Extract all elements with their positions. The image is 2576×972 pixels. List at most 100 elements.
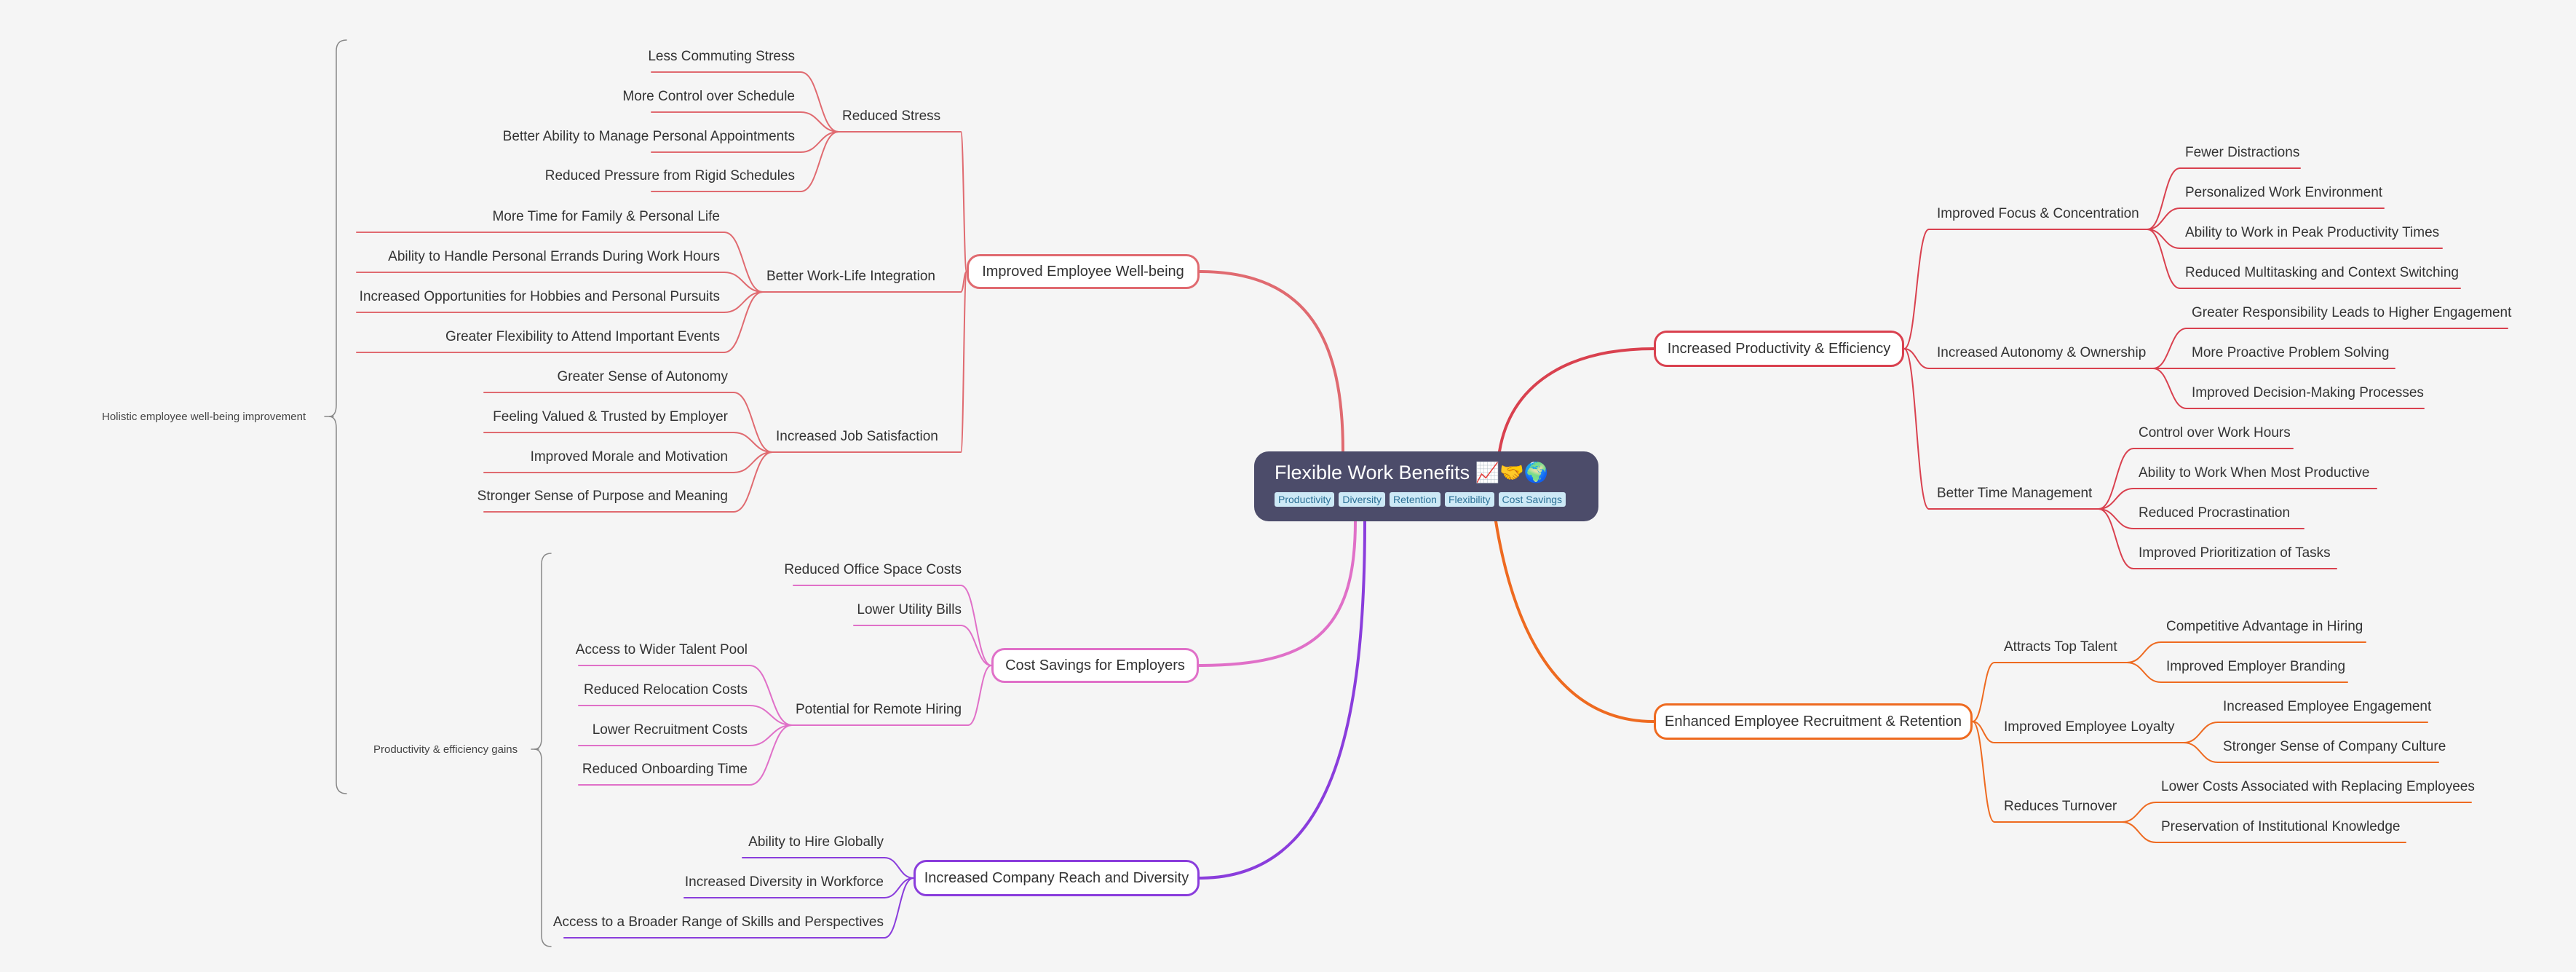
leaf-topic[interactable]: Lower Utility Bills <box>857 602 962 617</box>
leaf-topic[interactable]: Improved Morale and Motivation <box>530 449 728 465</box>
connector-line <box>800 131 839 192</box>
subtopic[interactable]: Attracts Top Talent <box>2004 639 2117 655</box>
leaf-topic[interactable]: Stronger Sense of Purpose and Meaning <box>477 489 728 504</box>
connector-line <box>749 665 793 726</box>
connector-line <box>2121 802 2157 823</box>
branch-topic[interactable]: Increased Company Reach and Diversity <box>914 860 1200 896</box>
leaf-topic[interactable]: Preservation of Institutional Knowledge <box>2161 819 2401 834</box>
connector-line <box>2152 328 2187 369</box>
connector-line <box>960 585 992 666</box>
leaf-topic[interactable]: Control over Work Hours <box>2139 425 2291 440</box>
subtopic[interactable]: Potential for Remote Hiring <box>796 702 962 717</box>
branch-topic[interactable]: Increased Productivity & Efficiency <box>1654 331 1904 367</box>
connector-line <box>724 291 764 353</box>
connector-line <box>1903 348 1930 510</box>
subtopic[interactable]: Improved Employee Loyalty <box>2004 719 2175 735</box>
connector-line <box>960 625 992 666</box>
subtopic[interactable]: Increased Autonomy & Ownership <box>1937 345 2147 360</box>
connector-line <box>2098 448 2134 510</box>
connector-line <box>2147 229 2181 289</box>
leaf-topic[interactable]: Increased Opportunities for Hobbies and … <box>359 289 720 304</box>
connector-line <box>2098 508 2134 569</box>
subtopic[interactable]: Better Time Management <box>1937 486 2093 501</box>
connector-line <box>960 271 967 453</box>
leaf-topic[interactable]: Reduced Relocation Costs <box>584 682 748 698</box>
connector-line <box>960 131 967 272</box>
connector-line <box>733 451 773 473</box>
leaf-topic[interactable]: Improved Prioritization of Tasks <box>2139 545 2331 561</box>
summary-label: Holistic employee well-being improvement <box>102 411 306 423</box>
leaf-topic[interactable]: More Time for Family & Personal Life <box>492 209 720 224</box>
leaf-topic[interactable]: Ability to Handle Personal Errands Durin… <box>388 249 720 264</box>
leaf-topic[interactable]: Improved Employer Branding <box>2166 659 2346 674</box>
central-topic-tags: Productivity Diversity Retention Flexibi… <box>1275 492 1578 507</box>
tag-flexibility: Flexibility <box>1444 492 1494 507</box>
leaf-topic[interactable]: Fewer Distractions <box>2185 145 2300 160</box>
central-topic[interactable]: Flexible Work Benefits 📈🤝🌍 Productivity … <box>1254 451 1598 521</box>
leaf-topic[interactable]: Greater Sense of Autonomy <box>557 369 728 384</box>
leaf-topic[interactable]: Reduced Pressure from Rigid Schedules <box>544 168 795 183</box>
subtopic[interactable]: Increased Job Satisfaction <box>776 429 938 444</box>
branch-topic[interactable]: Enhanced Employee Recruitment & Retentio… <box>1654 703 1973 740</box>
leaf-topic[interactable]: Ability to Work in Peak Productivity Tim… <box>2185 225 2440 240</box>
connector-line <box>749 724 793 746</box>
connector-line <box>733 451 773 513</box>
leaf-topic[interactable]: Stronger Sense of Company Culture <box>2223 739 2446 754</box>
leaf-topic[interactable]: Personalized Work Environment <box>2185 185 2383 200</box>
leaf-topic[interactable]: Greater Flexibility to Attend Important … <box>445 329 720 344</box>
connector-line <box>967 665 992 726</box>
connector-line <box>800 131 839 153</box>
main-connector <box>1494 520 1655 723</box>
leaf-topic[interactable]: Reduced Multitasking and Context Switchi… <box>2185 265 2459 280</box>
subtopic[interactable]: Improved Focus & Concentration <box>1937 206 2139 221</box>
leaf-topic[interactable]: Ability to Hire Globally <box>748 834 884 850</box>
summary-bracket <box>534 553 552 947</box>
leaf-topic[interactable]: Access to a Broader Range of Skills and … <box>552 914 884 930</box>
connector-line <box>884 857 914 879</box>
connector-line <box>733 392 773 453</box>
subtopic[interactable]: Reduces Turnover <box>2004 799 2117 814</box>
connector-line <box>1903 229 1930 349</box>
subtopic[interactable]: Better Work-Life Integration <box>766 269 935 284</box>
connector-line <box>2183 722 2219 743</box>
leaf-topic[interactable]: Competitive Advantage in Hiring <box>2166 619 2363 634</box>
connector-line <box>724 272 764 293</box>
branch-topic[interactable]: Improved Employee Well-being <box>967 254 1200 289</box>
leaf-topic[interactable]: Improved Decision-Making Processes <box>2192 385 2424 400</box>
connector-line <box>2152 368 2187 409</box>
leaf-topic[interactable]: Reduced Procrastination <box>2139 505 2291 521</box>
tag-diversity: Diversity <box>1339 492 1386 507</box>
leaf-topic[interactable]: Access to Wider Talent Pool <box>575 642 748 657</box>
connector-line <box>1972 721 1995 823</box>
main-connector <box>1197 520 1357 667</box>
leaf-topic[interactable]: Greater Responsibility Leads to Higher E… <box>2192 305 2512 320</box>
connector-line <box>2126 662 2162 683</box>
leaf-topic[interactable]: Less Commuting Stress <box>648 49 795 64</box>
leaf-topic[interactable]: More Proactive Problem Solving <box>2192 345 2390 360</box>
summary-label: Productivity & efficiency gains <box>373 743 518 756</box>
leaf-topic[interactable]: Increased Diversity in Workforce <box>684 874 884 890</box>
connector-line <box>749 705 793 726</box>
main-connector <box>1198 520 1366 880</box>
leaf-topic[interactable]: More Control over Schedule <box>622 89 795 104</box>
leaf-topic[interactable]: Reduced Office Space Costs <box>784 562 962 577</box>
main-connector <box>1198 270 1344 453</box>
leaf-topic[interactable]: Reduced Onboarding Time <box>582 762 748 777</box>
branch-topic[interactable]: Cost Savings for Employers <box>991 648 1199 683</box>
connector-line <box>2126 641 2162 663</box>
subtopic[interactable]: Reduced Stress <box>842 108 941 124</box>
connector-line <box>2147 208 2181 230</box>
leaf-topic[interactable]: Lower Costs Associated with Replacing Em… <box>2161 779 2475 794</box>
leaf-topic[interactable]: Increased Employee Engagement <box>2223 699 2432 714</box>
central-topic-title: Flexible Work Benefits 📈🤝🌍 <box>1275 462 1549 483</box>
leaf-topic[interactable]: Feeling Valued & Trusted by Employer <box>493 409 728 424</box>
connector-line <box>2098 488 2134 510</box>
leaf-topic[interactable]: Lower Recruitment Costs <box>592 722 748 738</box>
leaf-topic[interactable]: Ability to Work When Most Productive <box>2139 465 2370 481</box>
connector-line <box>733 432 773 453</box>
connector-line <box>749 724 793 786</box>
connector-line <box>884 877 914 939</box>
leaf-topic[interactable]: Better Ability to Manage Personal Appoin… <box>502 129 795 144</box>
connector-line <box>800 71 839 133</box>
connector-line <box>1972 721 1995 743</box>
